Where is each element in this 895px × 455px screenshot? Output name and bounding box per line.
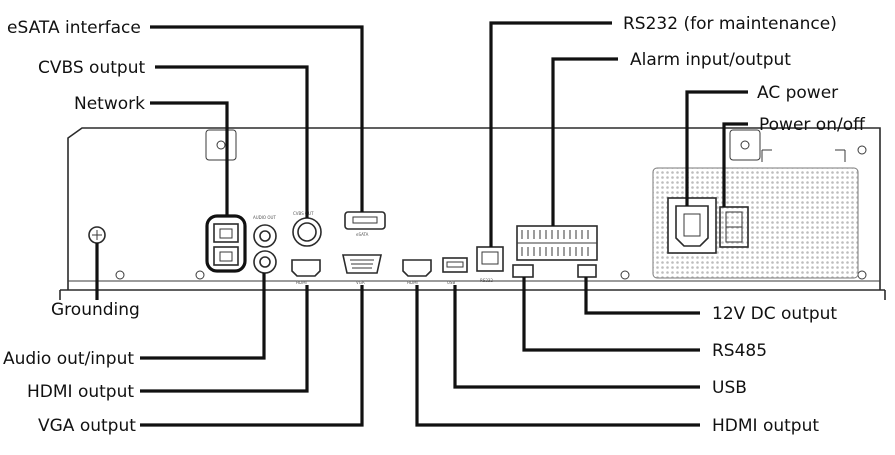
rs485-terminal[interactable] [512,264,534,278]
ac-power-inlet [675,205,709,247]
rs232-port[interactable]: RS232 [476,246,504,283]
svg-text:eSATA: eSATA [356,232,369,237]
svg-text:CVBS OUT: CVBS OUT [293,211,314,216]
leader-rs232 [489,21,612,247]
label-audio: Audio out/input [3,349,134,369]
label-esata: eSATA interface [7,18,141,38]
svg-text:HDMI: HDMI [296,280,307,285]
leader-network [150,101,229,216]
label-cvbs: CVBS output [38,58,145,78]
leader-cvbs [155,65,309,218]
leader-audio [140,273,266,360]
svg-text:VGA: VGA [356,280,365,285]
device-chassis [59,127,886,300]
leader-esata [150,25,364,212]
leader-ac-power [685,90,748,206]
leader-alarm [551,57,618,226]
vga-port[interactable]: VGA [342,254,382,285]
svg-text:HDMI: HDMI [407,280,418,285]
label-rs232: RS232 (for maintenance) [623,14,837,34]
corner-marks [761,149,846,162]
leader-power-switch [722,122,748,207]
label-grounding: Grounding [51,300,140,320]
alarm-terminal-block[interactable] [516,225,598,261]
leader-hdmi-right [415,285,700,427]
leader-rs485 [522,277,700,352]
label-hdmi-left: HDMI output [27,382,134,402]
svg-text:AUDIO OUT: AUDIO OUT [253,215,276,220]
leader-dc12v [584,277,700,315]
label-rs485: RS485 [712,341,767,361]
leader-usb [453,285,700,389]
label-dc12v: 12V DC output [712,304,837,324]
hdmi-port-right[interactable]: HDMI [402,259,432,285]
audio-connectors[interactable]: AUDIO OUT [253,215,277,274]
esata-port[interactable]: eSATA [344,211,386,237]
label-power-switch: Power on/off [759,115,866,135]
label-network: Network [74,94,145,114]
network-ports[interactable] [205,214,247,273]
svg-text:RS232: RS232 [480,278,493,283]
hdmi-port-left[interactable]: HDMI [291,259,321,285]
label-ac-power: AC power [757,83,838,103]
leader-vga [140,285,364,427]
dc12v-terminal[interactable] [577,264,597,278]
grounding-screw [88,226,106,244]
svg-text:USB: USB [447,280,455,285]
power-switch[interactable] [719,206,749,248]
leader-hdmi-left [140,285,309,393]
label-alarm: Alarm input/output [630,50,791,70]
usb-port[interactable]: USB [442,257,468,285]
label-hdmi-right: HDMI output [712,416,819,436]
label-vga: VGA output [38,416,136,436]
label-usb: USB [712,378,747,398]
